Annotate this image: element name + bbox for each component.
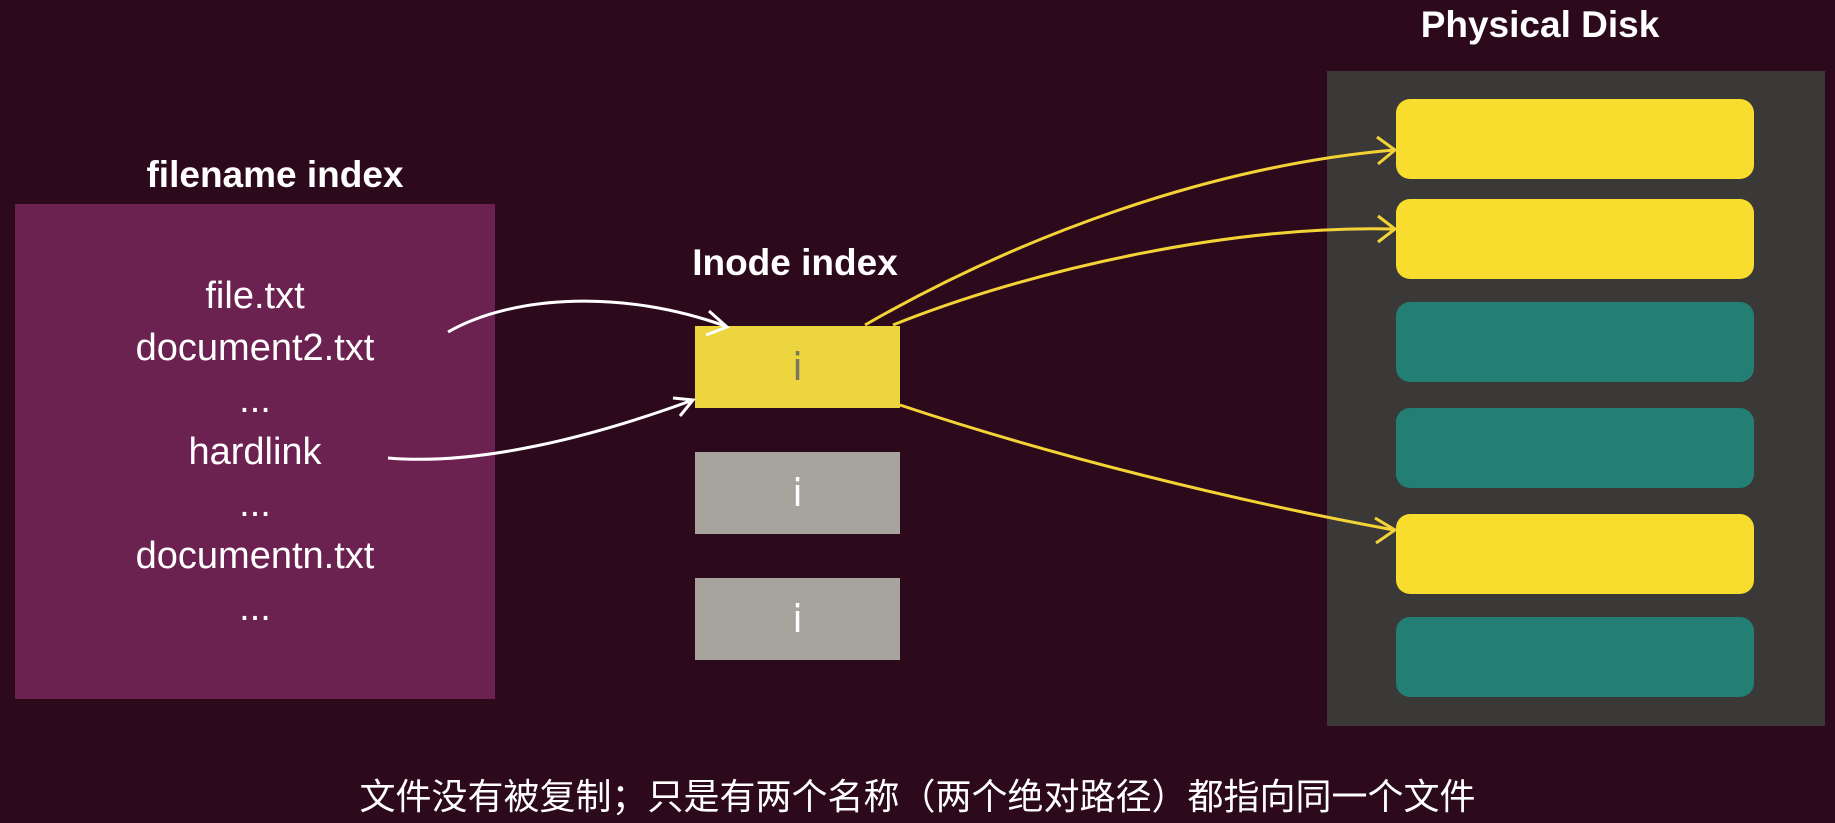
filename-ellipsis: ... xyxy=(239,483,271,525)
filename-entry: file.txt xyxy=(205,275,305,317)
arrowhead xyxy=(1377,214,1398,244)
arrowhead xyxy=(672,396,696,417)
inode-index-title: Inode index xyxy=(692,242,898,283)
filename-index-box: file.txt document2.txt ... hardlink ... … xyxy=(15,204,495,699)
physical-disk-panel xyxy=(1327,71,1825,726)
disk-block xyxy=(1396,617,1754,697)
inode-node: i xyxy=(695,452,900,534)
disk-block xyxy=(1396,408,1754,488)
filename-list: file.txt document2.txt ... hardlink ... … xyxy=(15,270,495,634)
disk-block xyxy=(1396,199,1754,279)
arrow-inode-to-disk-block xyxy=(864,148,1395,327)
filename-ellipsis: ... xyxy=(239,587,271,629)
filename-index-title: filename index xyxy=(146,154,404,195)
arrowhead xyxy=(1374,516,1398,545)
disk-block xyxy=(1396,302,1754,382)
arrow-inode-to-disk-block xyxy=(899,403,1395,532)
physical-disk-title: Physical Disk xyxy=(1420,4,1660,45)
filename-entry: hardlink xyxy=(188,431,322,473)
arrow-hardlink-to-inode xyxy=(387,398,694,461)
filename-entry: documentn.txt xyxy=(135,535,375,577)
arrowhead xyxy=(705,309,730,337)
caption: 文件没有被复制；只是有两个名称（两个绝对路径）都指向同一个文件 xyxy=(359,777,1476,818)
disk-block xyxy=(1396,99,1754,179)
disk-block xyxy=(1396,514,1754,594)
inode-node: i xyxy=(695,578,900,660)
filename-ellipsis: ... xyxy=(239,379,271,421)
arrowhead xyxy=(1376,135,1398,166)
arrow-inode-to-disk-block xyxy=(892,227,1395,327)
filename-entry: document2.txt xyxy=(135,327,375,369)
arrow-filename-to-inode xyxy=(447,299,726,334)
inode-node: i xyxy=(695,326,900,408)
